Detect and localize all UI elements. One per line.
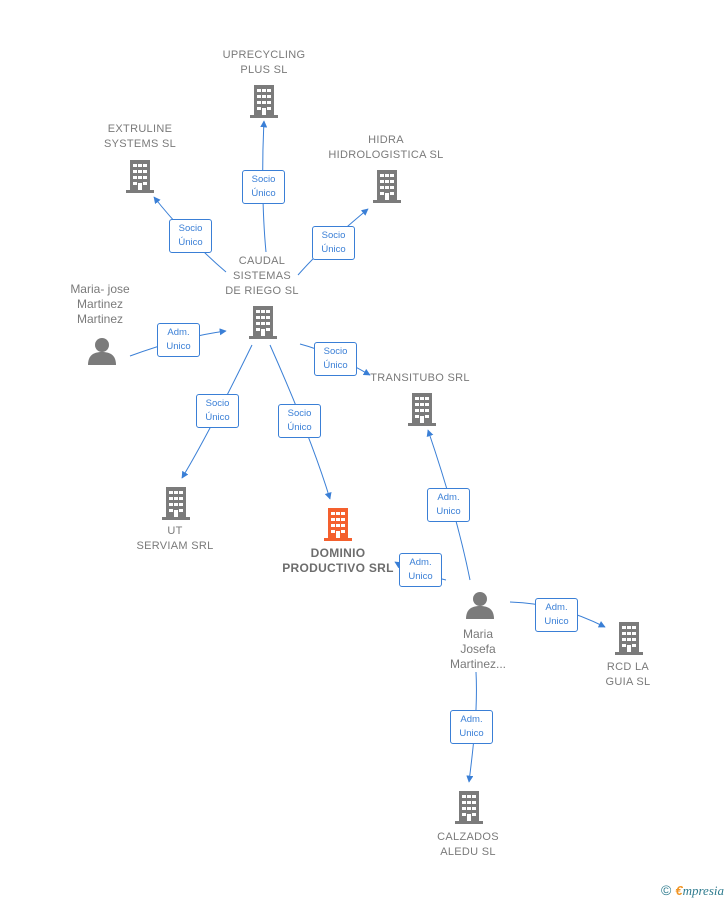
relation-badge: Adm.Unico [399, 553, 442, 587]
building-icon [373, 170, 401, 203]
brand-footer[interactable]: ©€mpresia [661, 882, 724, 899]
building-icon [615, 622, 643, 655]
brand-name: mpresia [682, 883, 724, 898]
relation-badge: Adm.Unico [535, 598, 578, 632]
building-icon [408, 393, 436, 426]
copyright-icon: © [661, 882, 672, 898]
relation-badge: Adm.Unico [450, 710, 493, 744]
person-icon [88, 338, 116, 365]
building-icon [162, 487, 190, 520]
node-label-transitubo[interactable]: TRANSITUBO SRL [370, 372, 470, 384]
brand-initial: € [675, 883, 683, 898]
building-icon [126, 160, 154, 193]
person-icon [466, 592, 494, 619]
building-icon [455, 791, 483, 824]
relation-badge: Adm.Unico [157, 323, 200, 357]
building-icon [249, 306, 277, 339]
focus-building-icon [324, 508, 352, 541]
building-icon [250, 85, 278, 118]
relation-badge: Adm.Unico [427, 488, 470, 522]
